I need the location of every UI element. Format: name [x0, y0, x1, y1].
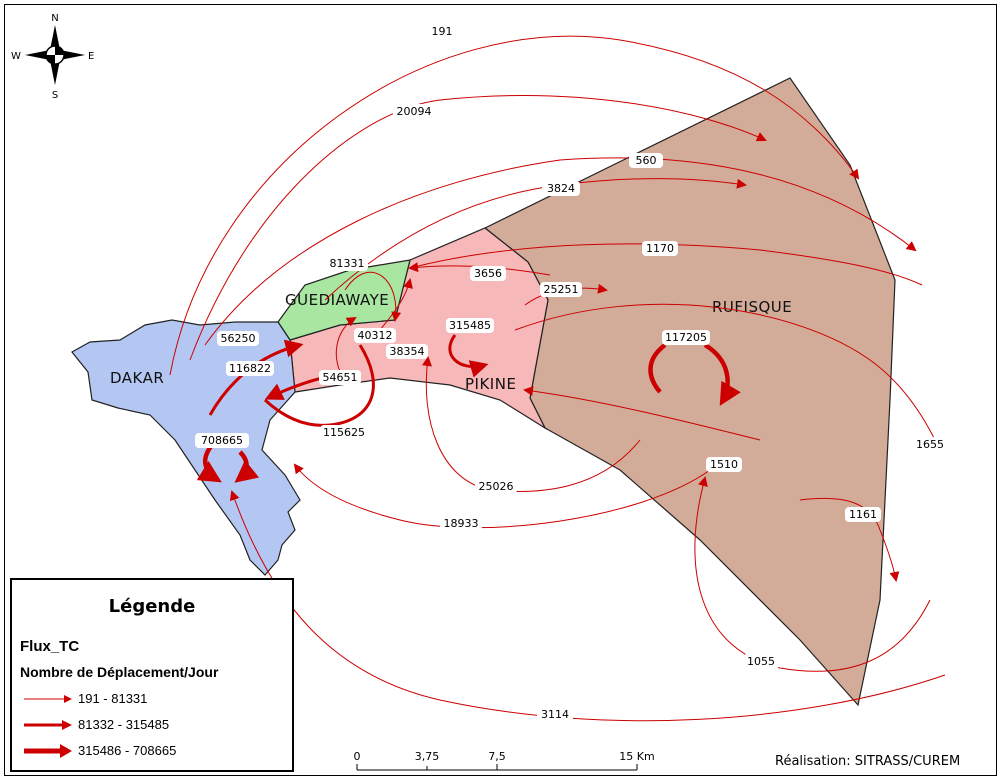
- flow-1170: [409, 243, 923, 286]
- flow-label-3114: 3114: [537, 707, 573, 722]
- legend-arrow-thin-icon: [24, 695, 72, 703]
- svg-text:3656: 3656: [474, 267, 502, 280]
- flow-117205-loop-b: [703, 343, 741, 406]
- flow-label-56250: 56250: [217, 331, 259, 346]
- legend-subtitle: Nombre de Déplacement/Jour: [20, 664, 219, 680]
- legend-title: Légende: [108, 596, 196, 617]
- scale-tick-3: 15 Km: [619, 750, 654, 763]
- flow-117205-loop-a: [648, 343, 667, 394]
- region-label-pikine: PIKINE: [465, 375, 516, 393]
- compass-rose: N S E W: [11, 13, 94, 101]
- flow-label-117205: 117205: [662, 330, 710, 345]
- flow-label-25251: 25251: [540, 282, 582, 297]
- flows-thick: [196, 343, 741, 483]
- scale-bar: 0 3,75 7,5 15 Km: [354, 750, 655, 771]
- svg-text:18933: 18933: [444, 517, 479, 530]
- flow-label-20094: 20094: [393, 104, 435, 119]
- svg-text:38354: 38354: [390, 345, 425, 358]
- flow-1655: [514, 303, 936, 441]
- legend-field-name: Flux_TC: [20, 638, 80, 655]
- flow-18933: [293, 463, 711, 529]
- flow-label-18933: 18933: [440, 516, 482, 531]
- flow-315485-loop: [448, 334, 489, 378]
- svg-text:1170: 1170: [646, 242, 674, 255]
- svg-text:20094: 20094: [397, 105, 432, 118]
- flow-label-54651: 54651: [319, 370, 361, 385]
- legend-class-medium-label: 81332 - 315485: [78, 717, 170, 732]
- legend-class-thin-label: 191 - 81331: [78, 691, 148, 706]
- region-rufisque: [483, 77, 896, 707]
- flow-708665-loop-b: [234, 450, 260, 483]
- svg-text:1055: 1055: [747, 655, 775, 668]
- flow-label-115625: 115625: [320, 425, 368, 440]
- svg-text:1161: 1161: [849, 508, 877, 521]
- svg-text:191: 191: [432, 25, 453, 38]
- flow-labels: 191 20094 560 3824 1170 3656 25251 81331…: [195, 24, 948, 722]
- flow-label-191: 191: [425, 24, 459, 39]
- flow-1510: [523, 386, 761, 441]
- flow-label-1655: 1655: [912, 437, 948, 452]
- svg-text:3824: 3824: [547, 182, 575, 195]
- compass-s-label: S: [52, 90, 58, 101]
- flow-label-116822: 116822: [226, 361, 274, 376]
- svg-text:40312: 40312: [358, 329, 393, 342]
- flow-20094: [189, 95, 767, 361]
- scale-tick-0: 0: [354, 750, 361, 763]
- flow-81331: [344, 271, 402, 322]
- flow-1161: [799, 497, 900, 582]
- legend-arrow-medium-icon: [24, 720, 72, 730]
- flow-label-1055: 1055: [743, 654, 779, 669]
- flow-191: [169, 35, 860, 376]
- legend-class-thick-label: 315486 - 708665: [78, 743, 177, 758]
- flow-38354: [379, 278, 413, 331]
- svg-text:1510: 1510: [710, 458, 738, 471]
- region-dakar: [71, 319, 301, 576]
- flow-708665-loop-a: [196, 443, 222, 483]
- region-label-rufisque: RUFISQUE: [712, 298, 792, 316]
- svg-text:25026: 25026: [479, 480, 514, 493]
- svg-text:56250: 56250: [221, 332, 256, 345]
- flow-label-1161: 1161: [845, 507, 881, 522]
- svg-text:54651: 54651: [323, 371, 358, 384]
- flow-115625: [263, 344, 375, 427]
- flow-label-1170: 1170: [642, 241, 678, 256]
- flow-560: [204, 157, 917, 346]
- flow-label-25026: 25026: [475, 479, 517, 494]
- flow-label-3824: 3824: [542, 181, 580, 196]
- flow-label-708665: 708665: [195, 433, 249, 448]
- credit-text: Réalisation: SITRASS/CUREM: [775, 754, 961, 769]
- flow-label-38354: 38354: [386, 344, 428, 359]
- svg-text:116822: 116822: [229, 362, 271, 375]
- scale-tick-1: 3,75: [415, 750, 440, 763]
- compass-e-label: E: [88, 51, 94, 62]
- legend-box: Légende Flux_TC Nombre de Déplacement/Jo…: [10, 578, 294, 772]
- region-label-guediawaye: GUEDIAWAYE: [285, 291, 389, 309]
- legend-arrow-thick-icon: [24, 744, 72, 758]
- svg-text:708665: 708665: [201, 434, 243, 447]
- svg-text:315485: 315485: [449, 319, 491, 332]
- map-frame: [4, 4, 997, 776]
- flow-label-315485: 315485: [446, 318, 494, 333]
- svg-text:1655: 1655: [916, 438, 944, 451]
- flow-label-1510: 1510: [706, 457, 742, 472]
- svg-text:117205: 117205: [665, 331, 707, 344]
- region-label-dakar: DAKAR: [110, 369, 164, 387]
- flow-label-40312: 40312: [354, 328, 396, 343]
- svg-text:560: 560: [636, 154, 657, 167]
- region-guediawaye: [277, 259, 411, 341]
- flow-label-560: 560: [629, 153, 663, 168]
- compass-n-label: N: [51, 13, 58, 24]
- compass-w-label: W: [11, 51, 21, 62]
- svg-text:81331: 81331: [330, 257, 365, 270]
- flow-label-81331: 81331: [326, 256, 368, 271]
- svg-text:25251: 25251: [544, 283, 579, 296]
- flow-label-3656: 3656: [470, 266, 506, 281]
- svg-text:115625: 115625: [323, 426, 365, 439]
- scale-tick-2: 7,5: [488, 750, 506, 763]
- svg-text:3114: 3114: [541, 708, 569, 721]
